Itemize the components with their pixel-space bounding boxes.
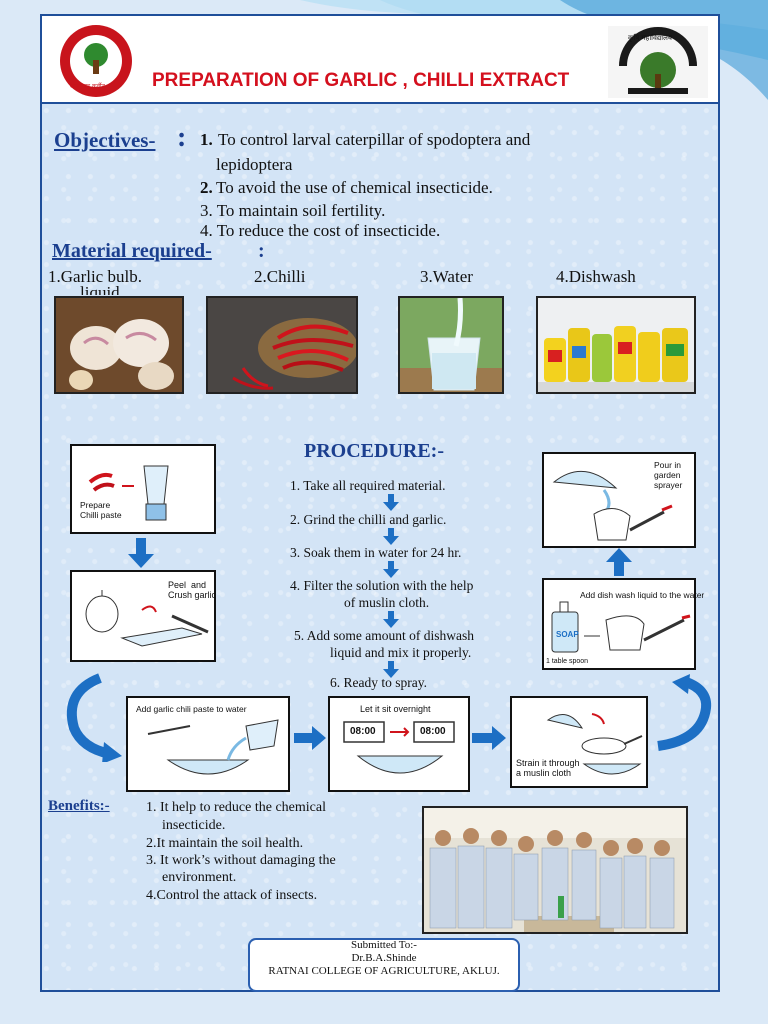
objective-1-text-cont: lepidoptera <box>216 155 293 174</box>
material-heading: Material required- <box>52 240 212 262</box>
blender-illustration <box>88 465 169 521</box>
benefit-line-3: 2.It maintain the soil health. <box>146 836 304 851</box>
objective-2-text: To avoid the use of chemical insecticide… <box>216 178 493 197</box>
benefit-line-2: insecticide. <box>162 818 226 833</box>
material-colon: : <box>258 240 265 262</box>
procedure-step-4-cont: of muslin cloth. <box>344 595 430 610</box>
strain-illustration <box>546 713 643 775</box>
procedure-step-5: 5. Add some amount of dishwash <box>294 628 474 643</box>
page-title: PREPARATION OF GARLIC , CHILLI EXTRACT <box>152 70 570 91</box>
left-logo-text: अन्नम् बहु कुर्वीत <box>70 83 105 90</box>
objective-4-text: 4. To reduce the cost of insecticide. <box>200 221 441 240</box>
dishwash-label: Add dish wash liquid to the water <box>580 590 705 600</box>
step-arrow-icon <box>383 611 399 628</box>
material-dishwash-label: 4.Dishwash <box>556 267 636 286</box>
university-logo <box>48 22 144 100</box>
strain-label: Strain it through a muslin cloth <box>516 758 580 778</box>
college-logo <box>608 26 708 98</box>
flow-curve-arrow-left-icon <box>66 673 122 762</box>
step-arrow-icon <box>383 528 399 545</box>
water-photo <box>398 296 504 394</box>
pour-label: Pour in garden sprayer <box>654 460 683 490</box>
submitted-to-name: Dr.B.A.Shinde <box>351 952 417 964</box>
add-paste-to-water-card: Add garlic chili paste to water <box>126 696 290 792</box>
flow-arrow-up-icon <box>606 548 632 576</box>
garlic-press-illustration <box>85 590 209 647</box>
objective-1-text: To control larval caterpillar of spodopt… <box>218 130 531 149</box>
chilli-paste-label: Prepare Chilli paste <box>80 500 122 520</box>
overnight-label: Let it sit overnight <box>360 704 431 714</box>
flow-arrow-right-icon <box>294 726 326 750</box>
college-name: RATNAI COLLEGE OF AGRICULTURE, AKLUJ. <box>268 965 500 977</box>
clock-time-1: 08:00 <box>350 726 376 737</box>
overnight-illustration <box>343 721 455 774</box>
peel-garlic-label: Peel and Crush garlic <box>168 580 217 600</box>
pour-sprayer-card: Pour in garden sprayer <box>542 452 696 548</box>
objectives-heading: Objectives- <box>54 128 156 152</box>
material-chilli-label: 2.Chilli <box>254 267 306 286</box>
students-group-image <box>424 808 686 932</box>
garlic-photo <box>54 296 184 394</box>
add-paste-label: Add garlic chili paste to water <box>136 704 247 714</box>
benefit-line-4: 3. It work’s without damaging the <box>146 853 336 868</box>
objective-1-num: 1. <box>200 130 213 149</box>
submitted-to-label: Submitted To:- <box>351 939 417 951</box>
procedure-step-2: 2. Grind the chilli and garlic. <box>290 512 447 527</box>
flow-arrow-down-icon <box>128 538 154 568</box>
step-arrow-icon <box>383 561 399 578</box>
procedure-step-1: 1. Take all required material. <box>290 478 446 493</box>
sprayer-illustration <box>552 470 673 541</box>
dishwash-photo <box>536 296 696 394</box>
procedure-step-6: 6. Ready to spray. <box>330 675 427 690</box>
soap-label: SOAP <box>556 630 579 639</box>
benefit-line-5: environment. <box>162 870 237 885</box>
spoon-label: 1 table spoon <box>546 658 589 665</box>
objective-2-num: 2. <box>200 178 213 197</box>
chilli-photo <box>206 296 358 394</box>
add-paste-illustration <box>147 719 279 775</box>
sit-overnight-card: Let it sit overnight 08:00 08:00 <box>328 696 470 792</box>
step-arrow-icon <box>383 661 399 678</box>
flow-curve-arrow-right-icon <box>657 674 712 751</box>
prepare-chilli-paste-card: Prepare Chilli paste <box>70 444 216 534</box>
chilli-image <box>208 298 356 392</box>
submitted-to-box: Submitted To:- Dr.B.A.Shinde RATNAI COLL… <box>248 938 520 992</box>
material-garlic-extra: liquid <box>80 283 120 295</box>
step-arrow-icon <box>383 494 399 511</box>
objectives-colon: : <box>177 122 187 153</box>
benefit-line-6: 4.Control the attack of insects. <box>146 888 318 903</box>
objective-3-text: 3. To maintain soil fertility. <box>200 201 386 220</box>
procedure-heading: PROCEDURE:- <box>304 440 444 462</box>
procedure-step-3: 3. Soak them in water for 24 hr. <box>290 545 462 560</box>
dishwash-illustration <box>551 601 691 653</box>
flow-arrow-right-icon <box>472 726 506 750</box>
benefits-heading: Benefits:- <box>48 798 110 814</box>
material-water-label: 3.Water <box>420 267 473 286</box>
header-band <box>42 16 718 104</box>
benefit-line-1: 1. It help to reduce the chemical <box>146 800 326 815</box>
procedure-step-5-cont: liquid and mix it properly. <box>330 645 472 660</box>
material-garlic-label: 1.Garlic bulb. <box>48 267 142 286</box>
clock-time-2: 08:00 <box>420 726 446 737</box>
peel-garlic-card: Peel and Crush garlic <box>70 570 216 662</box>
add-dishwash-card: Add dish wash liquid to the water SOAP 1… <box>542 578 704 670</box>
procedure-step-4: 4. Filter the solution with the help <box>290 578 474 593</box>
group-photo <box>422 806 688 934</box>
water-image <box>400 298 502 392</box>
strain-card: Strain it through a muslin cloth <box>510 696 648 788</box>
right-logo-text: कृषि महाविद्यालय <box>628 34 672 42</box>
dishwash-image <box>538 298 694 392</box>
garlic-image <box>56 298 182 392</box>
